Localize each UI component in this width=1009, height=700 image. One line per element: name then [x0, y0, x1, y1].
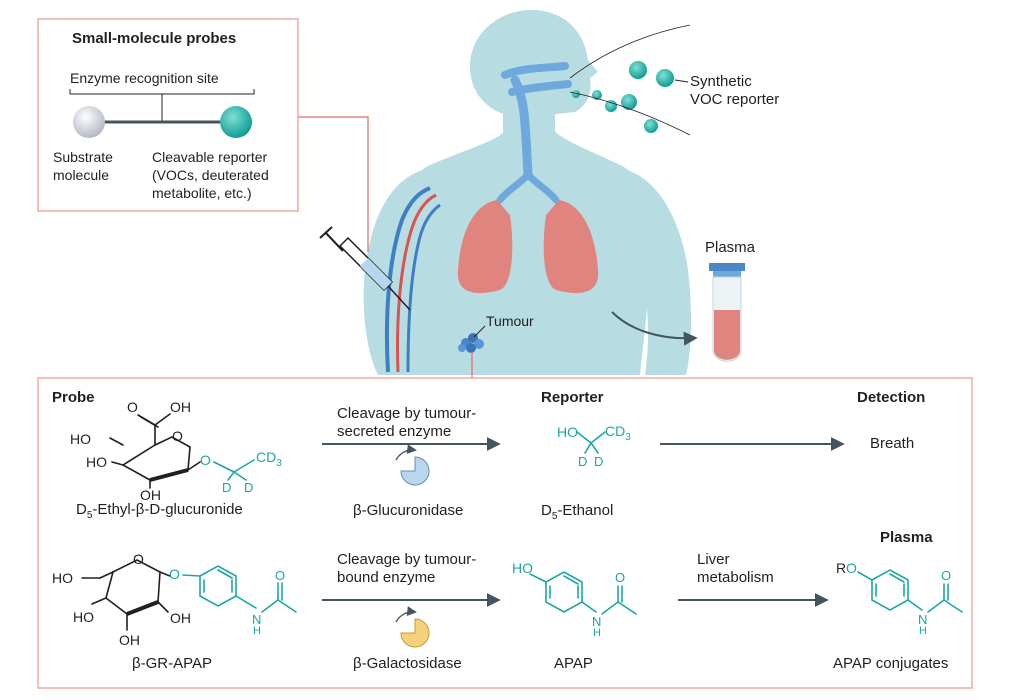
svg-text:HO: HO — [70, 431, 91, 447]
svg-text:HO: HO — [86, 454, 107, 470]
svg-text:HO: HO — [73, 609, 94, 625]
cleavage2-line2: bound enzyme — [337, 569, 435, 586]
substrate-label-line2: molecule — [53, 167, 109, 183]
human-body-illustration — [319, 9, 745, 378]
svg-text:O: O — [275, 568, 285, 583]
glucuronidase-enzyme-icon — [395, 444, 430, 486]
svg-text:H: H — [253, 625, 261, 637]
svg-text:O: O — [200, 452, 211, 468]
svg-text:H: H — [919, 625, 927, 637]
reporter-label-line2: (VOCs, deuterated — [152, 167, 269, 183]
svg-text:O: O — [615, 570, 625, 585]
header-plasma: Plasma — [880, 529, 933, 546]
svg-text:R: R — [836, 560, 846, 576]
probe2-name: β-GR-APAP — [132, 655, 212, 672]
reporter-label-line3: metabolite, etc.) — [152, 185, 252, 201]
voc-particles — [572, 61, 674, 133]
svg-text:O: O — [133, 551, 144, 567]
svg-text:HO: HO — [557, 424, 578, 440]
substrate-label-line1: Substrate — [53, 149, 113, 165]
small-molecule-probes-panel: Small-molecule probes Enzyme recognition… — [37, 18, 299, 212]
svg-text:D: D — [222, 480, 231, 495]
liver-line2: metabolism — [697, 569, 774, 586]
svg-text:HO: HO — [512, 560, 533, 576]
liver-line1: Liver — [697, 551, 730, 568]
panel-title: Small-molecule probes — [72, 30, 236, 47]
left-lung — [457, 200, 513, 294]
svg-text:N: N — [918, 612, 927, 627]
tumour-icon — [458, 333, 484, 353]
svg-text:OH: OH — [119, 632, 140, 648]
tumour-label: Tumour — [486, 313, 534, 329]
header-reporter: Reporter — [541, 389, 604, 406]
voc-label-line1: Synthetic — [690, 73, 752, 90]
svg-text:N: N — [592, 614, 601, 629]
svg-text:CD3: CD3 — [605, 423, 631, 443]
svg-text:O: O — [846, 560, 857, 576]
substrate-sphere — [73, 106, 105, 138]
svg-text:OH: OH — [170, 610, 191, 626]
cleavage1-line1: Cleavage by tumour- — [337, 405, 476, 422]
svg-text:O: O — [127, 399, 138, 415]
glucuronide-structure: O OH HO HO OH O O D D CD3 — [70, 399, 282, 503]
probe-reaction-panel: Probe Reporter Detection Plasma O OH HO … — [37, 377, 973, 689]
reporter1-name: D5-Ethanol — [541, 502, 613, 522]
svg-text:N: N — [252, 612, 261, 627]
ethanol-structure: HO D D CD3 — [557, 423, 631, 469]
enzyme1-name: β-Glucuronidase — [353, 502, 463, 519]
right-lung — [543, 200, 599, 294]
svg-text:CD3: CD3 — [256, 449, 282, 469]
syringe-icon — [319, 226, 411, 311]
svg-text:O: O — [172, 428, 183, 444]
apap-structure: HO N H O — [512, 560, 637, 639]
reporter2-name: APAP — [554, 655, 593, 672]
cleavage1-line2: secreted enzyme — [337, 423, 451, 440]
site-label: Enzyme recognition site — [70, 70, 219, 86]
svg-text:H: H — [593, 627, 601, 639]
voc-label-line2: VOC reporter — [690, 91, 779, 108]
svg-text:O: O — [941, 568, 951, 583]
probe1-name: D5-Ethyl-β-D-glucuronide — [76, 501, 243, 521]
galactosidase-enzyme-icon — [395, 606, 430, 648]
header-detection: Detection — [857, 389, 925, 406]
header-probe: Probe — [52, 389, 95, 406]
reporter-sphere — [220, 106, 252, 138]
gr-apap-structure: O HO HO OH OH O N H — [52, 551, 297, 648]
svg-text:OH: OH — [170, 399, 191, 415]
svg-text:D: D — [578, 454, 587, 469]
svg-text:O: O — [169, 566, 180, 582]
svg-text:OH: OH — [140, 487, 161, 503]
enzyme2-name: β-Galactosidase — [353, 655, 462, 672]
conjugates-name: APAP conjugates — [833, 655, 948, 672]
plasma-label: Plasma — [705, 239, 756, 256]
apap-conjugate-structure: R O N H O — [836, 560, 963, 637]
svg-text:D: D — [594, 454, 603, 469]
svg-text:HO: HO — [52, 570, 73, 586]
plasma-tube-icon — [709, 263, 745, 362]
svg-text:D: D — [244, 480, 253, 495]
reporter-label-line1: Cleavable reporter — [152, 149, 268, 165]
detection-breath: Breath — [870, 435, 914, 452]
cleavage2-line1: Cleavage by tumour- — [337, 551, 476, 568]
